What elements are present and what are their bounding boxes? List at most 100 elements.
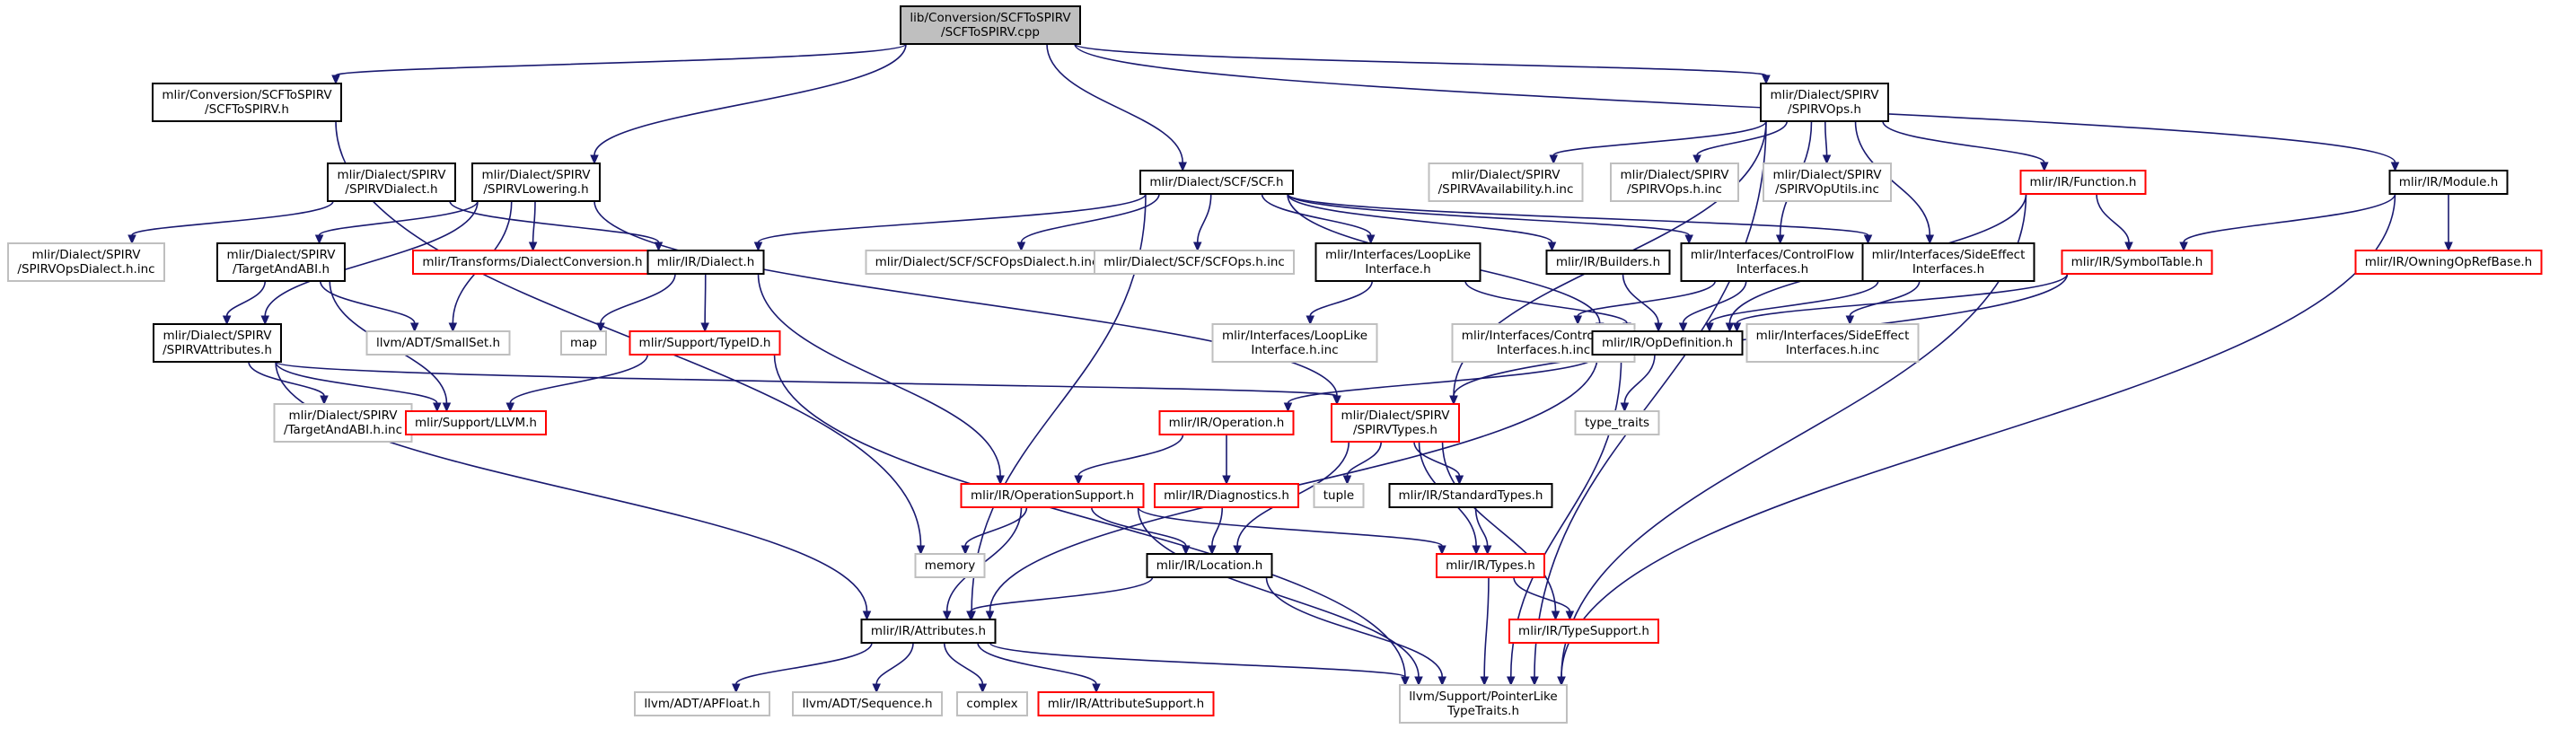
arrowhead (528, 242, 538, 252)
edge-dialect-h-to-operation-support-h (757, 273, 1001, 477)
node-label-spirv-lowering-h: mlir/Dialect/SPIRV (481, 168, 591, 182)
node-root[interactable]: lib/Conversion/SCFToSPIRV/SCFToSPIRV.cpp (900, 5, 1081, 45)
arrowhead (590, 154, 599, 165)
edge-operation-h-to-operation-support-h (1077, 434, 1184, 477)
node-diagnostics-h[interactable]: mlir/IR/Diagnostics.h (1154, 483, 1299, 508)
arrowhead (1222, 475, 1231, 486)
arrowhead (2179, 242, 2188, 252)
node-types-h[interactable]: mlir/IR/Types.h (1436, 553, 1545, 578)
edge-control-flow-h-to-op-definition-h (1682, 280, 1747, 324)
node-spirv-ops-dialect-inc[interactable]: mlir/Dialect/SPIRV/SPIRVOpsDialect.h.inc (7, 242, 165, 282)
node-attributes-h[interactable]: mlir/IR/Attributes.h (860, 619, 997, 644)
node-sequence-h[interactable]: llvm/ADT/Sequence.h (792, 691, 943, 716)
arrowhead (1437, 545, 1446, 556)
edge-spirv-dialect-h-to-spirv-ops-dialect-inc (131, 200, 334, 236)
node-complex[interactable]: complex (956, 691, 1028, 716)
node-small-set-h[interactable]: llvm/ADT/SmallSet.h (365, 330, 511, 356)
node-label-spirv-availability-inc: /SPIRVAvailability.h.inc (1438, 182, 1574, 197)
node-type-traits[interactable]: type_traits (1574, 410, 1660, 435)
node-scf-to-spirv-h[interactable]: mlir/Conversion/SCFToSPIRV/SCFToSPIRV.h (152, 83, 342, 122)
node-box-builders-h (1545, 250, 1671, 275)
node-spirv-op-utils-inc[interactable]: mlir/Dialect/SPIRV/SPIRVOpUtils.inc (1763, 162, 1892, 202)
node-label-target-and-abi-inc: /TargetAndABI.h.inc (284, 423, 402, 437)
node-module-h[interactable]: mlir/IR/Module.h (2388, 170, 2509, 195)
node-label-type-traits: type_traits (1585, 416, 1649, 430)
edge-spirv-ops-h-to-function-h (1882, 120, 2045, 163)
arrowhead (1725, 322, 1735, 333)
node-function-h[interactable]: mlir/IR/Function.h (2019, 170, 2147, 195)
node-operation-support-h[interactable]: mlir/IR/OperationSupport.h (960, 483, 1145, 508)
node-label-control-flow-inc: Interfaces.h.inc (1497, 343, 1590, 357)
edge-dialect-h-to-map (600, 273, 676, 324)
node-operation-h[interactable]: mlir/IR/Operation.h (1158, 410, 1295, 435)
node-label-function-h: mlir/IR/Function.h (2030, 175, 2137, 189)
edge-location-h-to-attributes-h (970, 576, 1154, 612)
node-llvm-h[interactable]: mlir/Support/LLVM.h (405, 410, 547, 435)
node-op-definition-h[interactable]: mlir/IR/OpDefinition.h (1591, 330, 1744, 356)
node-target-and-abi-inc[interactable]: mlir/Dialect/SPIRV/TargetAndABI.h.inc (273, 403, 413, 443)
arrowhead (1551, 610, 1561, 621)
node-symbol-table-h[interactable]: mlir/IR/SymbolTable.h (2061, 250, 2213, 275)
arrowhead (1506, 676, 1516, 687)
edge-dialect-h-to-type-id-h (704, 273, 707, 324)
node-tuple[interactable]: tuple (1313, 483, 1365, 508)
node-side-effect-inc[interactable]: mlir/Interfaces/SideEffectInterfaces.h.i… (1745, 323, 1920, 363)
arrowhead (985, 610, 995, 621)
node-label-complex: complex (966, 697, 1017, 711)
node-ap-float-h[interactable]: llvm/ADT/APFloat.h (634, 691, 770, 716)
edge-side-effect-h-to-side-effect-inc (1849, 280, 1921, 317)
node-label-side-effect-inc: mlir/Interfaces/SideEffect (1756, 329, 1910, 343)
node-box-spirv-types-h (1331, 403, 1460, 443)
arrowhead (1547, 242, 1557, 252)
node-spirv-lowering-h[interactable]: mlir/Dialect/SPIRV/SPIRVLowering.h (471, 162, 601, 202)
node-memory[interactable]: memory (914, 553, 986, 578)
edge-operation-support-h-to-memory (964, 506, 1028, 547)
node-label-small-set-h: llvm/ADT/SmallSet.h (376, 336, 500, 350)
node-spirv-types-h[interactable]: mlir/Dialect/SPIRV/SPIRVTypes.h (1331, 403, 1460, 443)
node-box-operation-support-h (960, 483, 1145, 508)
node-location-h[interactable]: mlir/IR/Location.h (1146, 553, 1273, 578)
edge-spirv-lowering-h-to-spirv-types-h (593, 200, 1338, 397)
node-type-id-h[interactable]: mlir/Support/TypeID.h (629, 330, 781, 356)
edge-loop-like-h-to-op-definition-h (1464, 280, 1628, 324)
edge-types-h-to-type-support-h (1513, 576, 1571, 612)
node-dialect-conversion-h[interactable]: mlir/Transforms/DialectConversion.h (412, 250, 653, 275)
node-spirv-attributes-h[interactable]: mlir/Dialect/SPIRV/SPIRVAttributes.h (153, 323, 282, 363)
node-target-and-abi-h[interactable]: mlir/Dialect/SPIRV/TargetAndABI.h (216, 242, 346, 282)
arrowhead (1480, 676, 1489, 687)
node-spirv-ops-h[interactable]: mlir/Dialect/SPIRV/SPIRVOps.h (1760, 83, 1889, 122)
node-owning-op-ref-h[interactable]: mlir/IR/OwningOpRefBase.h (2354, 250, 2543, 275)
edge-scf-h-to-side-effect-h (1287, 193, 1869, 236)
node-standard-types-h[interactable]: mlir/IR/StandardTypes.h (1388, 483, 1553, 508)
node-label-ap-float-h: llvm/ADT/APFloat.h (644, 697, 760, 711)
node-box-diagnostics-h (1154, 483, 1299, 508)
edge-spirv-types-h-to-tuple (1346, 441, 1383, 477)
node-map[interactable]: map (560, 330, 607, 356)
node-box-spirv-ops-h (1760, 83, 1889, 122)
arrowhead (127, 234, 136, 245)
node-scf-ops-dialect-inc[interactable]: mlir/Dialect/SCF/SCFOpsDialect.h.inc (865, 250, 1109, 275)
node-attribute-support-h[interactable]: mlir/IR/AttributeSupport.h (1037, 691, 1215, 716)
node-dialect-h[interactable]: mlir/IR/Dialect.h (646, 250, 765, 275)
node-label-scf-to-spirv-h: /SCFToSPIRV.h (205, 102, 289, 117)
node-spirv-ops-inc[interactable]: mlir/Dialect/SPIRV/SPIRVOps.h.inc (1610, 162, 1739, 202)
arrowhead (1705, 322, 1714, 333)
node-spirv-dialect-h[interactable]: mlir/Dialect/SPIRV/SPIRVDialect.h (327, 162, 456, 202)
edges-layer (127, 43, 2453, 694)
arrowhead (753, 242, 763, 252)
edge-scf-h-to-dialect-h (757, 193, 1147, 243)
node-scf-ops-inc[interactable]: mlir/Dialect/SCF/SCFOps.h.inc (1094, 250, 1295, 275)
node-builders-h[interactable]: mlir/IR/Builders.h (1545, 250, 1671, 275)
edge-attributes-h-to-attribute-support-h (977, 642, 1097, 685)
node-label-scf-h: mlir/Dialect/SCF/SCF.h (1149, 175, 1283, 189)
node-scf-h[interactable]: mlir/Dialect/SCF/SCF.h (1139, 170, 1294, 195)
arrowhead (1557, 676, 1566, 687)
node-spirv-availability-inc[interactable]: mlir/Dialect/SPIRV/SPIRVAvailability.h.i… (1428, 162, 1584, 202)
node-type-support-h[interactable]: mlir/IR/TypeSupport.h (1508, 619, 1659, 644)
